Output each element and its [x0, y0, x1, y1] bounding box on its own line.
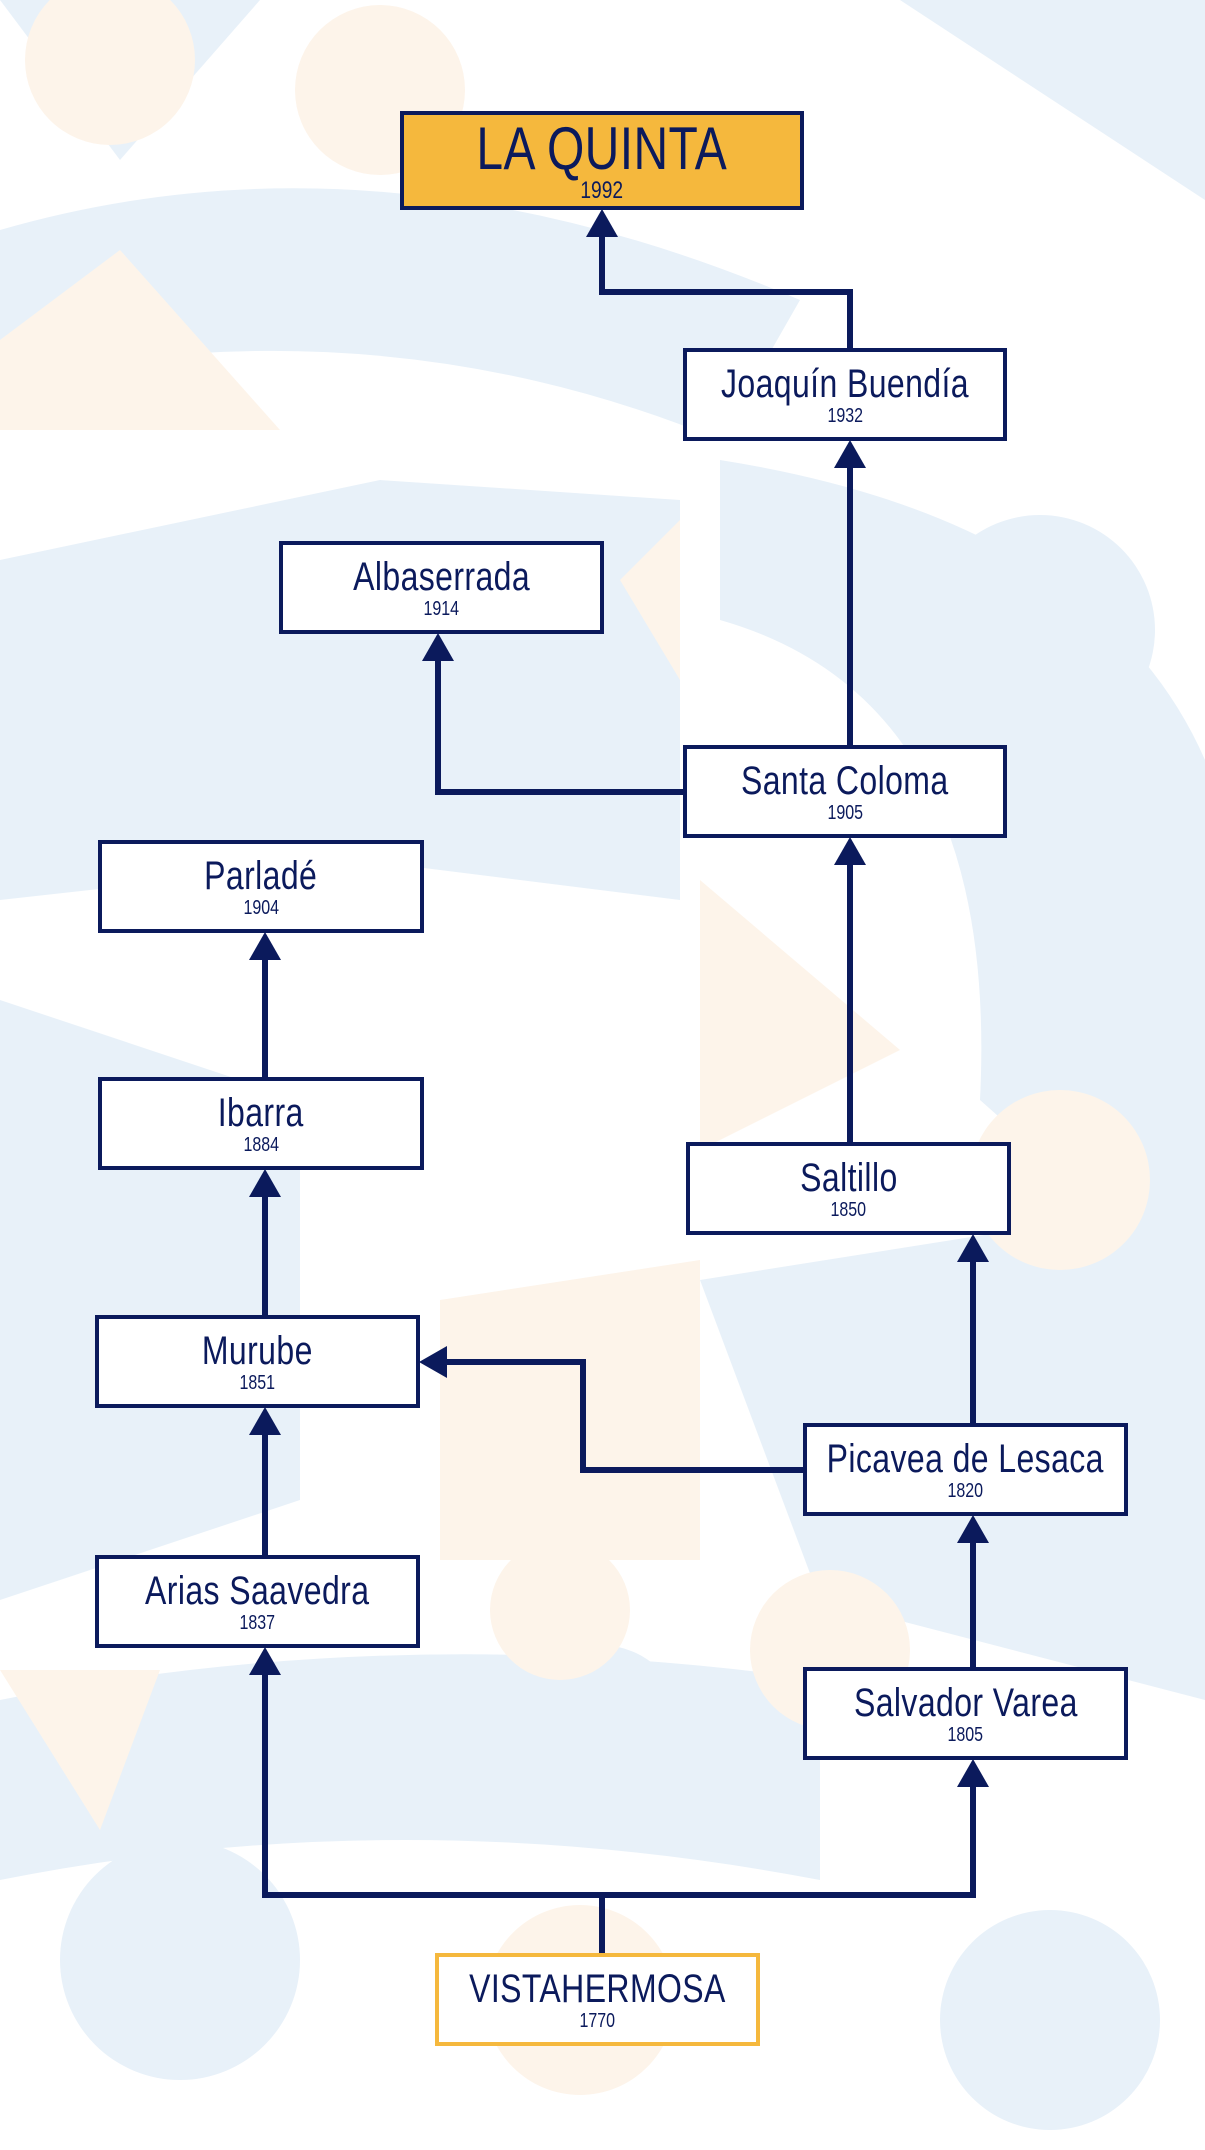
- link-picavea-saltillo-arrowhead: [957, 1234, 989, 1262]
- link-vistahermosa-arias: [262, 1675, 605, 1953]
- node-year: 1805: [947, 1723, 984, 1746]
- node-year: 1851: [239, 1371, 276, 1394]
- node-name: VISTAHERMOSA: [469, 1966, 726, 2011]
- node-name: Salvador Varea: [853, 1680, 1078, 1725]
- node-joaquin-buendia: Joaquín Buendía 1932: [683, 348, 1007, 441]
- link-ibarra-parlade-arrowhead: [249, 932, 281, 960]
- link-saltillo-santa-coloma-arrowhead: [834, 837, 866, 865]
- node-santa-coloma: Santa Coloma 1905: [683, 745, 1007, 838]
- node-name: Santa Coloma: [741, 758, 949, 803]
- node-vistahermosa: VISTAHERMOSA 1770: [435, 1953, 760, 2046]
- node-name: Arias Saavedra: [145, 1568, 370, 1613]
- link-vistahermosa-salvador: [602, 1787, 976, 1898]
- node-name: Murube: [202, 1328, 313, 1373]
- node-la-quinta: LA QUINTA 1992: [400, 111, 804, 210]
- node-name: Albaserrada: [353, 554, 530, 599]
- node-albaserrada: Albaserrada 1914: [279, 541, 604, 634]
- link-santa-coloma-albaserrada-arrowhead: [422, 633, 454, 661]
- node-year: 1905: [827, 801, 863, 824]
- node-year: 1850: [830, 1198, 867, 1221]
- link-joaquin-la-quinta-arrowhead: [586, 209, 618, 237]
- node-name: Joaquín Buendía: [720, 361, 969, 406]
- node-murube: Murube 1851: [95, 1315, 420, 1408]
- node-year: 1932: [827, 404, 863, 427]
- node-picavea-de-lesaca: Picavea de Lesaca 1820: [803, 1423, 1128, 1516]
- node-year: 1992: [580, 176, 624, 204]
- link-joaquin-la-quinta: [599, 237, 853, 348]
- node-ibarra: Ibarra 1884: [98, 1077, 424, 1170]
- link-vistahermosa-arias-arrowhead: [249, 1647, 281, 1675]
- node-year: 1904: [243, 896, 279, 919]
- node-name: Picavea de Lesaca: [826, 1436, 1105, 1481]
- node-year: 1770: [579, 2009, 616, 2032]
- link-picavea-murube-arrowhead: [419, 1346, 447, 1378]
- node-salvador-varea: Salvador Varea 1805: [803, 1667, 1128, 1760]
- node-arias-saavedra: Arias Saavedra 1837: [95, 1555, 420, 1648]
- link-picavea-murube: [447, 1359, 803, 1473]
- link-salvador-picavea-arrowhead: [957, 1515, 989, 1543]
- node-name: Ibarra: [218, 1090, 304, 1135]
- link-arias-murube-arrowhead: [249, 1407, 281, 1435]
- node-year: 1820: [947, 1479, 984, 1502]
- node-parlade: Parladé 1904: [98, 840, 424, 933]
- link-vistahermosa-salvador-arrowhead: [957, 1759, 989, 1787]
- link-santa-coloma-joaquin-arrowhead: [834, 440, 866, 468]
- node-name: LA QUINTA: [476, 114, 728, 182]
- link-murube-ibarra-arrowhead: [249, 1169, 281, 1197]
- link-santa-coloma-albaserrada: [435, 661, 683, 795]
- node-year: 1914: [423, 597, 460, 620]
- node-year: 1837: [239, 1611, 276, 1634]
- node-name: Saltillo: [799, 1155, 898, 1200]
- node-year: 1884: [243, 1133, 279, 1156]
- node-saltillo: Saltillo 1850: [686, 1142, 1011, 1235]
- node-name: Parladé: [204, 853, 318, 898]
